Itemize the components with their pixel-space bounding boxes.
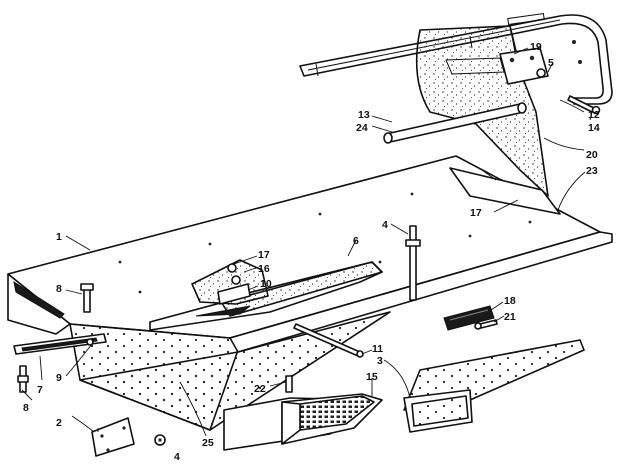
side-panel <box>403 339 585 433</box>
rear-bar <box>13 333 107 355</box>
screw-21 <box>474 319 498 330</box>
rod-11 <box>293 323 364 358</box>
callout-6: 6 <box>353 235 359 247</box>
callout-18: 18 <box>504 295 516 307</box>
callout-19: 19 <box>530 41 542 53</box>
callout-12: 12 <box>588 109 600 121</box>
nut-4-lower <box>154 434 166 446</box>
callout-15: 15 <box>366 371 378 383</box>
tunnel <box>7 155 613 431</box>
callout-7: 7 <box>37 384 43 396</box>
callout-17-tunnel: 17 <box>470 207 482 219</box>
callout-17-inset: 17 <box>258 249 270 261</box>
callout-3: 3 <box>377 355 383 367</box>
callout-14: 14 <box>588 122 600 134</box>
callout-labels: 1 2 3 4 4 5 6 7 8 8 9 10 11 12 13 14 15 … <box>23 41 600 463</box>
callout-4-upper: 4 <box>382 219 388 231</box>
callout-24: 24 <box>356 122 368 134</box>
support-rod <box>383 102 527 144</box>
callout-5: 5 <box>548 57 554 69</box>
callout-11: 11 <box>372 343 383 355</box>
callout-25: 25 <box>202 437 214 449</box>
callout-2: 2 <box>56 417 62 429</box>
bolt-4-upper <box>405 225 421 301</box>
flap-bracket <box>499 47 549 85</box>
callout-13: 13 <box>358 109 370 121</box>
callout-10: 10 <box>260 278 272 290</box>
callout-9: 9 <box>56 372 62 384</box>
foot-rest <box>223 393 383 451</box>
bolt-8-lower <box>17 365 29 393</box>
callout-8-lower: 8 <box>23 402 29 414</box>
reflector <box>443 305 495 331</box>
callout-4-lower: 4 <box>174 451 180 463</box>
callout-1: 1 <box>56 231 62 243</box>
callout-23: 23 <box>586 165 598 177</box>
callout-16: 16 <box>258 263 270 275</box>
detail-inset <box>191 259 269 305</box>
bolt-22 <box>285 375 293 393</box>
callout-20: 20 <box>586 149 598 161</box>
callout-8-upper: 8 <box>56 283 62 295</box>
callout-22: 22 <box>254 383 266 395</box>
bolt-8-upper <box>80 283 94 313</box>
leader-lines <box>21 47 593 437</box>
callout-21: 21 <box>504 311 516 323</box>
plate-2 <box>91 417 135 457</box>
